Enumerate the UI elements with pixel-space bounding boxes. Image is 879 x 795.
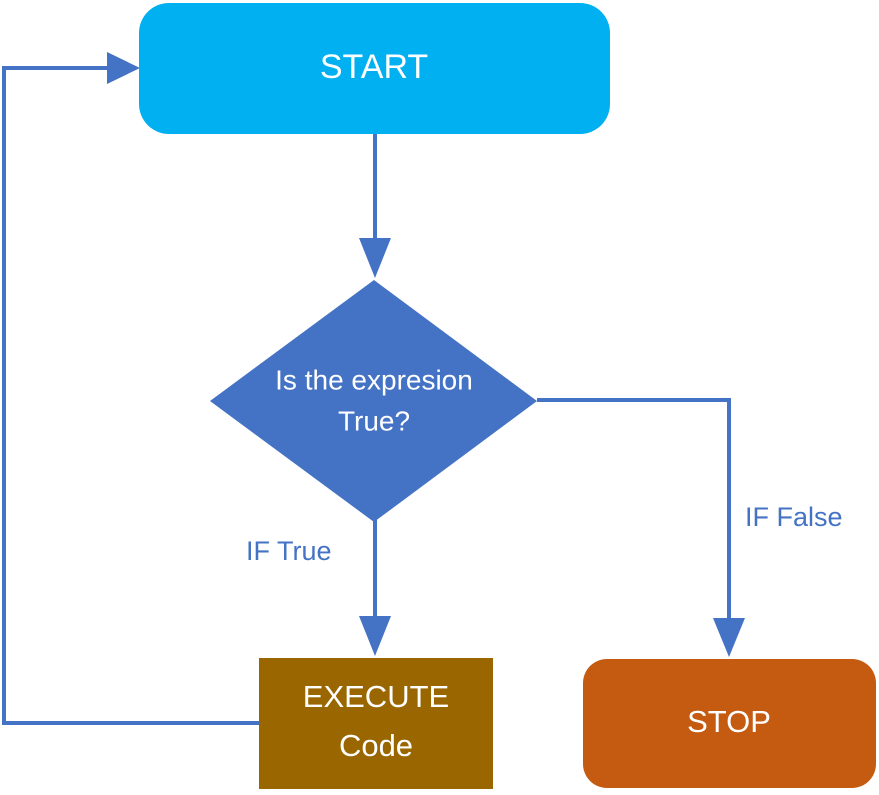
decision-label-line1: Is the expresion	[275, 364, 473, 395]
decision-node: Is the expresion True?	[210, 280, 537, 522]
connector-loop-back	[2, 52, 259, 725]
connector-false-branch	[537, 398, 745, 657]
if-true-label: IF True	[246, 536, 332, 566]
execute-label-line2: Code	[339, 728, 413, 763]
if-false-label: IF False	[745, 502, 843, 532]
execute-shape	[259, 658, 493, 789]
decision-label-line2: True?	[338, 405, 410, 436]
connector-true-branch	[359, 520, 391, 656]
start-node: START	[139, 3, 610, 134]
start-label: START	[320, 48, 428, 86]
decision-shape	[210, 280, 537, 522]
execute-label-line1: EXECUTE	[303, 679, 449, 714]
execute-node: EXECUTE Code	[259, 658, 493, 789]
stop-node: STOP	[583, 659, 876, 788]
start-shape	[139, 3, 610, 134]
connector-start-to-decision	[359, 133, 391, 278]
stop-label: STOP	[687, 704, 771, 739]
stop-shape	[583, 659, 876, 788]
